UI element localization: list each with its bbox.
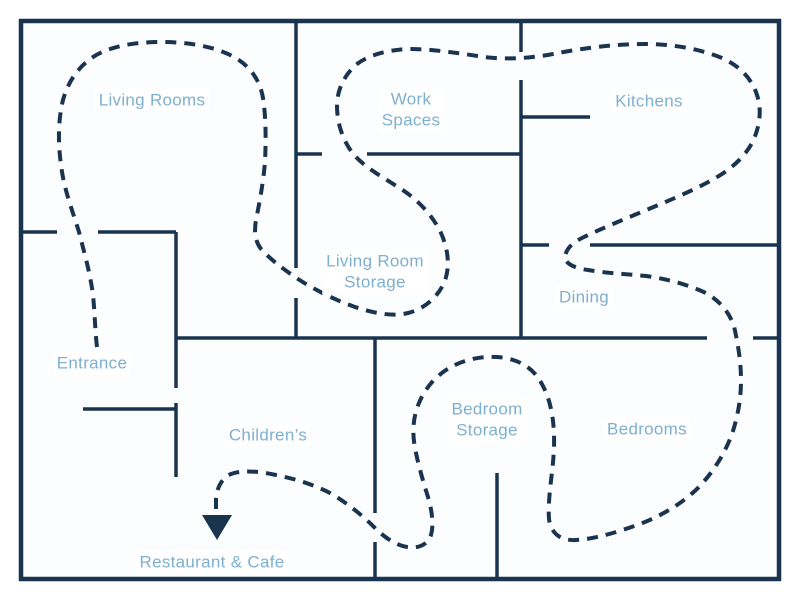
room-label-dining: Dining xyxy=(555,285,613,309)
room-label-restaurant-cafe: Restaurant & Cafe xyxy=(135,550,289,574)
route-path xyxy=(56,40,762,550)
room-label-kitchens: Kitchens xyxy=(611,89,687,113)
room-label-bedrooms: Bedrooms xyxy=(603,417,691,441)
inner-walls xyxy=(21,21,779,579)
room-label-bedroom-storage: Bedroom Storage xyxy=(447,397,527,443)
room-label-living-room-storage: Living Room Storage xyxy=(322,249,428,295)
room-label-work-spaces: Work Spaces xyxy=(377,87,445,133)
route-arrow-icon xyxy=(202,515,232,540)
room-label-living-rooms: Living Rooms xyxy=(94,88,210,112)
room-label-entrance: Entrance xyxy=(52,351,132,375)
room-label-childrens: Children’s xyxy=(224,423,312,447)
